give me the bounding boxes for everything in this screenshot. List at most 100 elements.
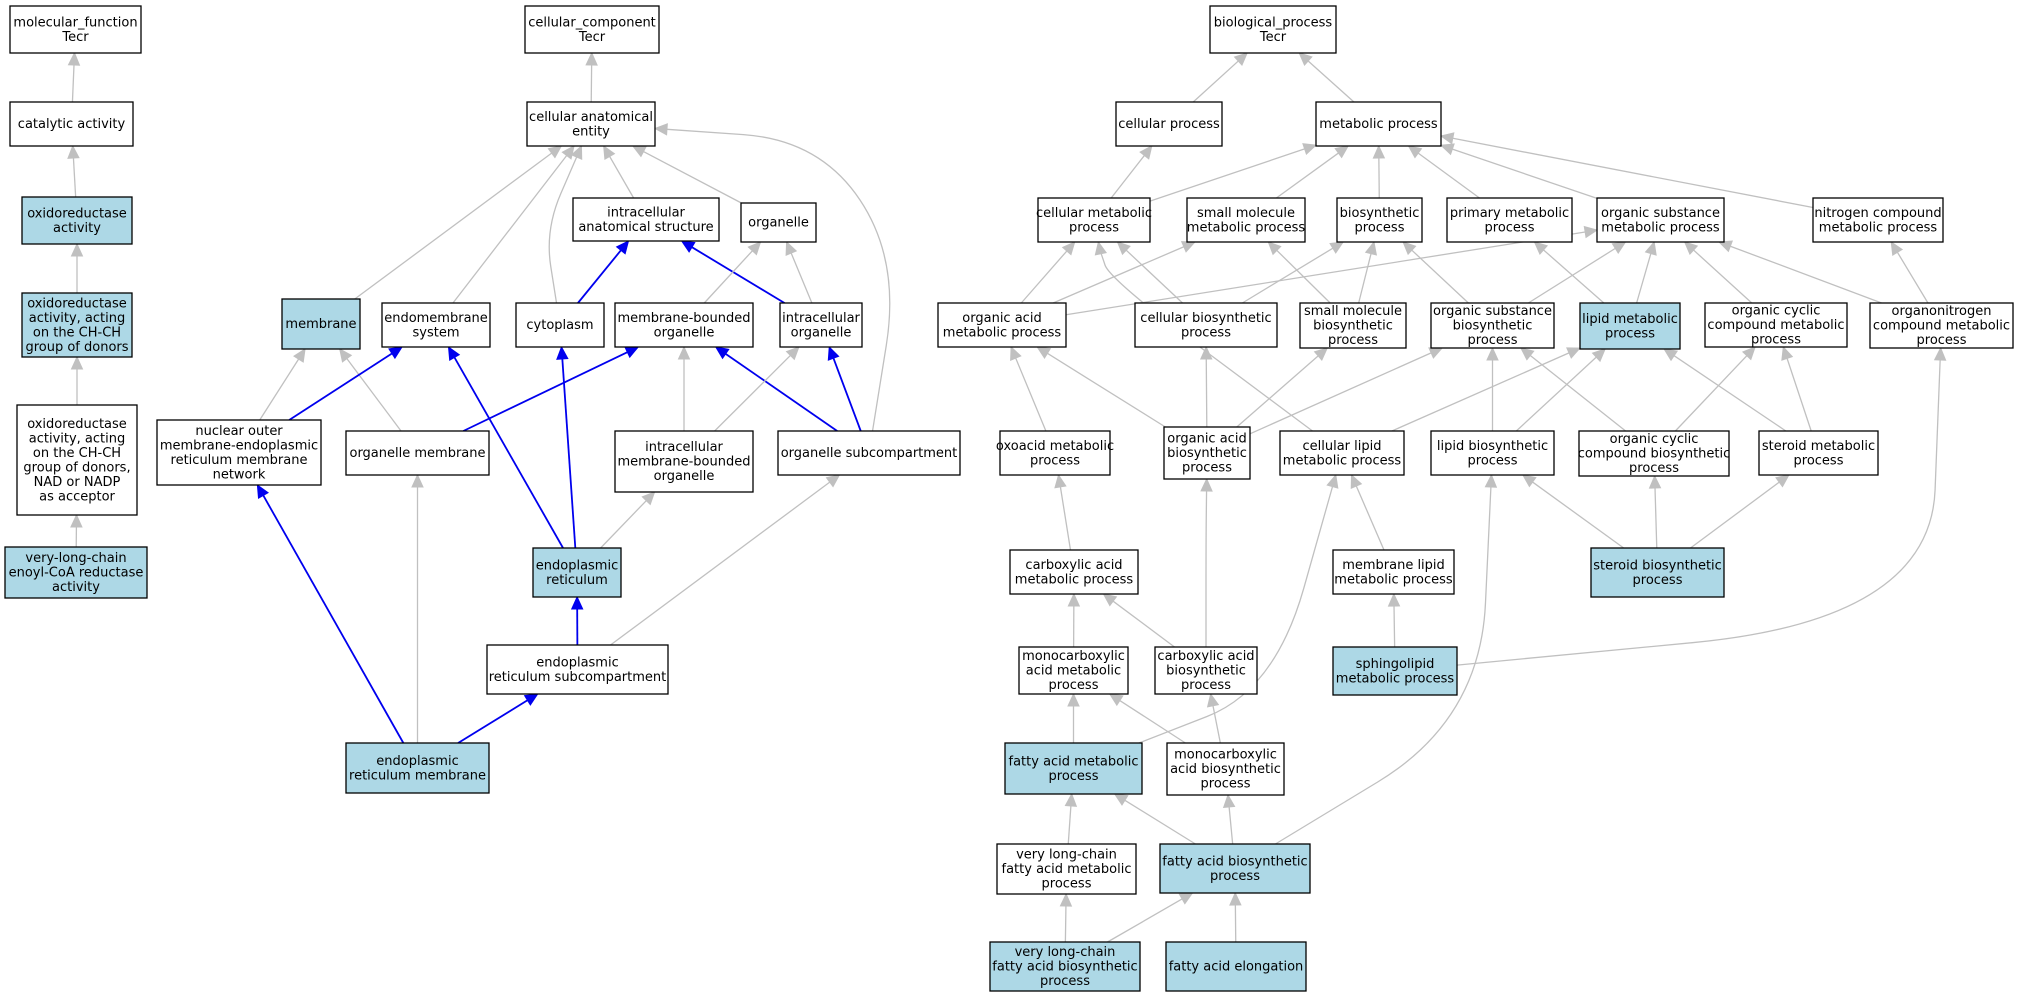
node-label-line: endoplasmic <box>536 655 618 670</box>
node-mem[interactable]: membrane <box>281 298 361 350</box>
node-ca[interactable]: catalytic activity <box>9 101 134 147</box>
node-label-line: steroid biosynthetic <box>1593 558 1722 573</box>
node-box <box>614 430 754 493</box>
node-box <box>1596 197 1725 243</box>
node-box <box>1446 197 1573 243</box>
node-box <box>345 742 490 794</box>
node-label-line: organelle <box>654 325 715 340</box>
edge-splmp-to-mlmp <box>1393 605 1396 648</box>
arrowhead-oachch-to-oa <box>70 242 84 257</box>
arrowhead-vlcfabp-to-vlcfamp <box>1059 892 1073 907</box>
edge-lmp-to-osmp <box>1635 253 1652 304</box>
node-fae[interactable]: fatty acid elongation <box>1165 941 1307 992</box>
arrowhead-fabp-to-famp <box>1113 793 1129 806</box>
node-label-line: steroid metabolic <box>1762 439 1875 454</box>
node-om[interactable]: organelle membrane <box>345 430 490 476</box>
edge-fabp-to-famp <box>1124 799 1196 845</box>
node-label-line: membrane lipid <box>1342 558 1445 573</box>
edge-onmp-to-osmp <box>1730 245 1882 304</box>
node-label-line: cellular lipid <box>1302 439 1381 454</box>
arrowhead-nuc-to-mem <box>293 347 306 363</box>
node-box <box>1869 302 2014 349</box>
node-nuc[interactable]: nuclear outermembrane-endoplasmicreticul… <box>156 419 322 486</box>
node-label-line: metabolic process <box>1601 220 1720 235</box>
edge-oabp-to-osbp <box>1249 352 1432 435</box>
edge-pmp-to-mp <box>1417 152 1480 199</box>
node-label-line: process <box>1485 220 1535 235</box>
node-cp[interactable]: cellular process <box>1115 101 1223 147</box>
edge-smmp-to-mp <box>1275 152 1339 199</box>
node-label-line: endomembrane <box>384 311 488 326</box>
node-label-line: metabolic process <box>943 325 1062 340</box>
arrowhead-ncmp-to-mp <box>1439 132 1455 145</box>
node-label-line: process <box>1355 220 1405 235</box>
edge-osc-to-io <box>832 357 862 432</box>
edge-ca-to-mf <box>71 64 75 103</box>
arrowhead-oamp-to-smmp <box>1180 241 1196 253</box>
node-osc[interactable]: organelle subcompartment <box>777 430 961 476</box>
edge-ems-to-cae <box>452 155 568 304</box>
node-mp[interactable]: metabolic process <box>1315 101 1442 147</box>
node-label-line: process <box>1181 678 1231 693</box>
node-label-line: process <box>1328 333 1378 348</box>
node-cyt[interactable]: cytoplasm <box>515 302 605 348</box>
arrowhead-stbp-to-lbp <box>1521 474 1537 488</box>
arrowhead-er-to-ems <box>447 345 461 361</box>
node-org[interactable]: organelle <box>740 202 817 243</box>
node-box <box>614 302 754 348</box>
node-label-line: process <box>1182 461 1232 476</box>
arrowhead-oabp-to-oamp <box>1036 346 1052 359</box>
arrowhead-oamp-to-osmp <box>1583 225 1599 239</box>
node-label-line: fatty acid metabolic <box>1002 862 1132 877</box>
arrowhead-occbp-to-osbp <box>1519 347 1535 361</box>
edge-nuc-to-ems <box>288 352 393 421</box>
node-label-line: organic acid <box>1167 432 1246 447</box>
